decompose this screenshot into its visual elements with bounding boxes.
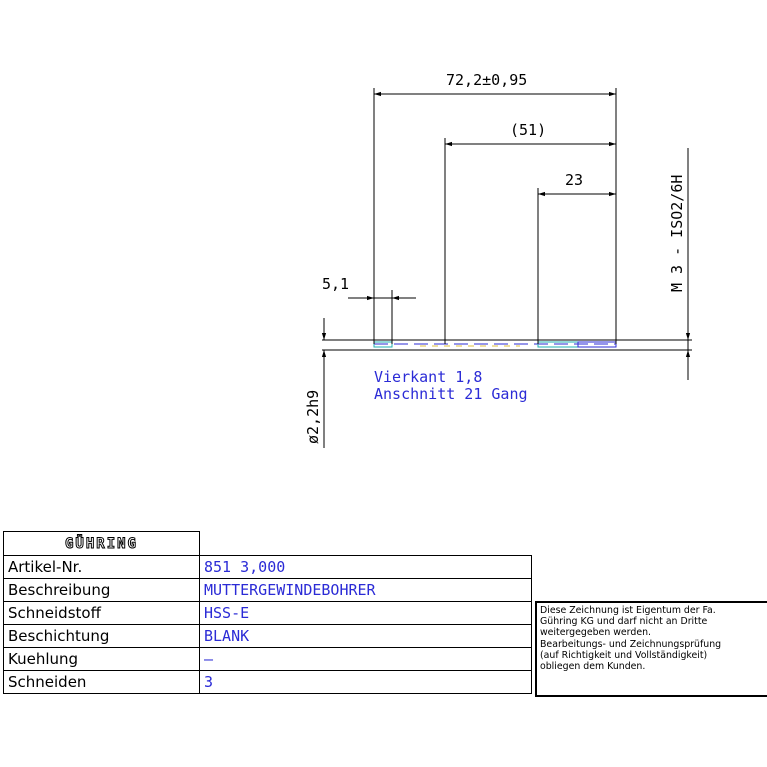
ownership-notice: Diese Zeichnung ist Eigentum der Fa. Güh… bbox=[535, 601, 767, 697]
dim-thread-length: (51) bbox=[510, 121, 546, 139]
title-block: GÜHRING Artikel-Nr. 851 3,000 Beschreibu… bbox=[3, 531, 532, 694]
notice-line: obliegen dem Kunden. bbox=[540, 661, 646, 673]
table-row: Schneidstoff HSS-E bbox=[3, 601, 532, 625]
company-logo: GÜHRING bbox=[3, 531, 200, 556]
row-value: 851 3,000 bbox=[199, 555, 532, 579]
row-label: Beschichtung bbox=[3, 624, 200, 648]
row-value: MUTTERGEWINDEBOHRER bbox=[199, 578, 532, 602]
table-row: Kuehlung — bbox=[3, 647, 532, 671]
extension-lines bbox=[373, 88, 689, 380]
dim-shank-diameter: ø2,2h9 bbox=[304, 390, 322, 444]
notice-line: Diese Zeichnung ist Eigentum der Fa. bbox=[540, 605, 716, 616]
row-label: Beschreibung bbox=[3, 578, 200, 602]
table-row: Beschreibung MUTTERGEWINDEBOHRER bbox=[3, 578, 532, 602]
notice-line: weitergegeben werden. bbox=[540, 627, 652, 639]
dim-square-length: 5,1 bbox=[322, 275, 349, 293]
dim-thread-spec: M 3 - ISO2/6H bbox=[668, 175, 686, 292]
annotation-chamfer: Anschnitt 21 Gang bbox=[374, 385, 528, 403]
row-value: — bbox=[199, 647, 532, 671]
annotation-square: Vierkant 1,8 bbox=[374, 368, 482, 386]
notice-line: (auf Richtigkeit und Vollständigkeit) bbox=[540, 649, 708, 661]
row-value: HSS-E bbox=[199, 601, 532, 625]
dimension-lines bbox=[321, 91, 691, 448]
table-row: Schneiden 3 bbox=[3, 670, 532, 694]
dim-overall-length: 72,2±0,95 bbox=[446, 71, 527, 89]
row-label: Kuehlung bbox=[3, 647, 200, 671]
row-label: Artikel-Nr. bbox=[3, 555, 200, 579]
notice-line: Gühring KG und darf nicht an Dritte bbox=[540, 616, 708, 628]
row-value: BLANK bbox=[199, 624, 532, 648]
table-row: Beschichtung BLANK bbox=[3, 624, 532, 648]
row-label: Schneidstoff bbox=[3, 601, 200, 625]
row-label: Schneiden bbox=[3, 670, 200, 694]
dim-short-length: 23 bbox=[565, 171, 583, 189]
table-row: Artikel-Nr. 851 3,000 bbox=[3, 555, 532, 579]
row-value: 3 bbox=[199, 670, 532, 694]
tap-body bbox=[322, 339, 692, 351]
notice-line: Bearbeitungs- und Zeichnungsprüfung bbox=[540, 638, 722, 650]
